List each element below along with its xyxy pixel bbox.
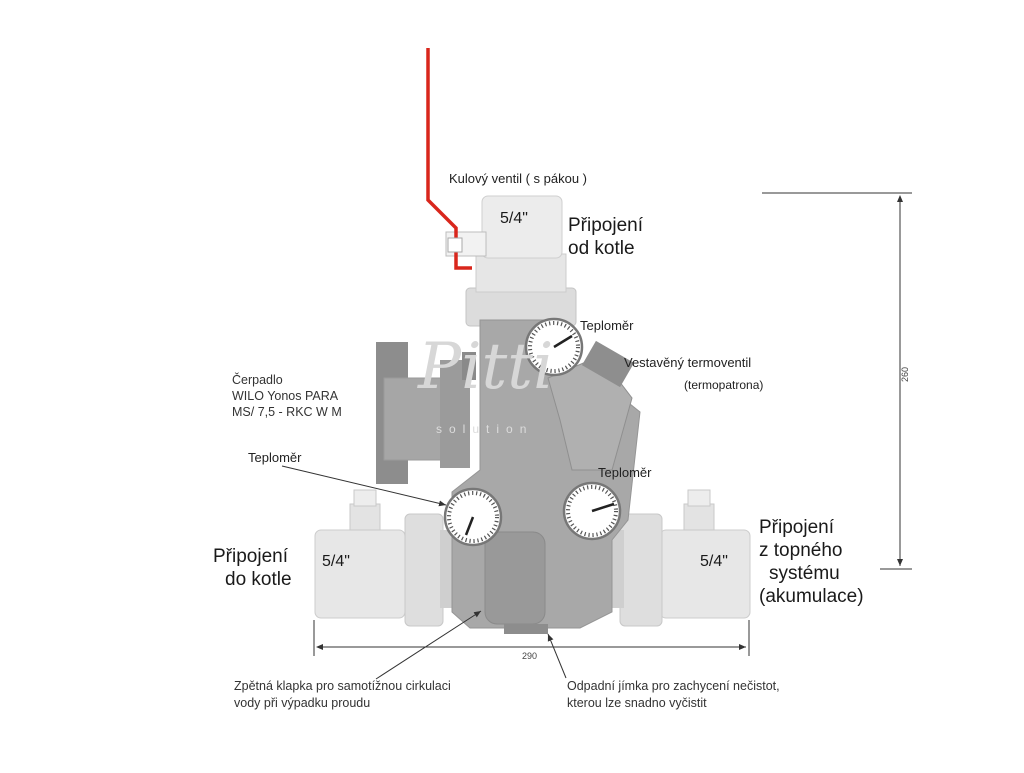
label-thermovalve: Vestavěný termoventil (termopatrona) <box>624 352 763 396</box>
label-heating-system-line1: Připojení <box>759 517 834 538</box>
label-check-valve-line1: Zpětná klapka pro samotížnou cirkulaci <box>234 679 451 693</box>
label-heating-system-line3: systému <box>769 563 840 584</box>
dimension-height <box>762 192 912 570</box>
thermometer-right-gauge <box>562 481 622 541</box>
watermark-logo: Pitti <box>418 330 554 404</box>
label-thermovalve-line1: Vestavěný termoventil <box>624 355 752 370</box>
label-thermometer-left: Teploměr <box>248 450 302 465</box>
size-label-right: 5/4" <box>700 553 728 570</box>
size-label-left: 5/4" <box>322 553 350 570</box>
label-thermovalve-line2: (termopatrona) <box>684 378 764 392</box>
label-boiler-inlet-line1: Připojení <box>568 215 643 236</box>
label-boiler-outlet-line2: do kotle <box>225 569 292 590</box>
right-pipe-fitting <box>600 489 751 627</box>
label-heating-system: Připojení z topného systému (akumulace) <box>759 516 864 608</box>
ball-valve-lever <box>426 48 487 270</box>
label-heating-system-line2: z topného <box>759 540 843 561</box>
watermark-subtitle: solution <box>436 422 534 436</box>
label-boiler-inlet: Připojení od kotle <box>568 214 643 260</box>
dimension-width-value: 290 <box>522 651 538 661</box>
label-boiler-inlet-line2: od kotle <box>568 238 635 259</box>
label-drain-line1: Odpadní jímka pro zachycení nečistot, <box>567 679 780 693</box>
label-thermometer-top: Teploměr <box>580 318 634 333</box>
pump-motor <box>376 342 476 484</box>
label-boiler-outlet: Připojení do kotle <box>213 545 292 591</box>
left-pipe-fitting <box>314 489 470 627</box>
label-pump-line3: MS/ 7,5 - RKC W M <box>232 405 342 419</box>
dimension-height-value: 260 <box>900 366 910 382</box>
dimension-width <box>313 620 750 656</box>
valve-body <box>451 319 641 634</box>
label-drain: Odpadní jímka pro zachycení nečistot, kt… <box>567 678 780 712</box>
label-pump-line2: WILO Yonos PARA <box>232 389 339 403</box>
top-fitting <box>465 195 577 327</box>
label-heating-system-line4: (akumulace) <box>759 586 864 607</box>
size-label-top: 5/4" <box>500 210 528 227</box>
label-thermometer-right: Teploměr <box>598 465 652 480</box>
label-ball-valve: Kulový ventil ( s pákou ) <box>449 171 588 186</box>
label-check-valve-line2: vody při výpadku proudu <box>234 696 371 710</box>
label-boiler-outlet-line1: Připojení <box>213 546 288 567</box>
label-drain-line2: kterou lze snadno vyčistit <box>567 696 707 710</box>
label-check-valve: Zpětná klapka pro samotížnou cirkulaci v… <box>234 678 451 712</box>
thermometer-top-gauge <box>524 317 584 377</box>
label-pump: Čerpadlo WILO Yonos PARA MS/ 7,5 - RKC W… <box>232 372 342 420</box>
label-pump-line1: Čerpadlo <box>232 373 283 387</box>
thermometer-left-gauge <box>443 487 503 547</box>
